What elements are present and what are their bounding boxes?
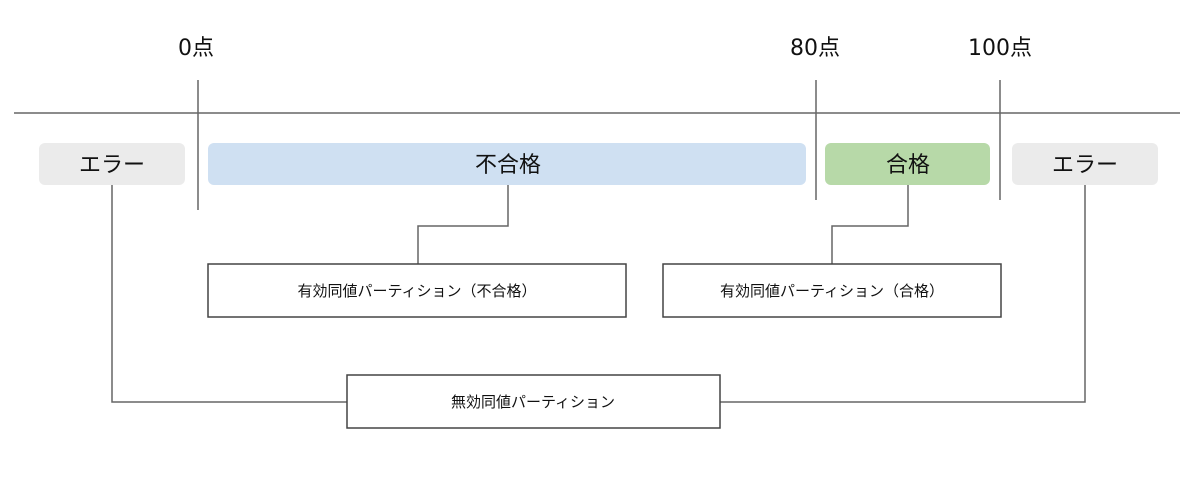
segment-error-left-label: エラー <box>79 153 145 178</box>
connector-pass <box>831 185 909 264</box>
segment-error-right <box>1012 143 1158 185</box>
tick-label-80: 80点 <box>790 36 840 61</box>
partition-valid-pass-label: 有効同値パーティション（合格） <box>720 282 944 300</box>
partition-invalid-box <box>346 374 721 429</box>
partition-valid-fail-box <box>207 263 627 318</box>
segment-fail-label: 不合格 <box>475 153 541 178</box>
connector-fail <box>417 185 509 264</box>
connector-error-left <box>111 185 347 403</box>
partition-invalid-label: 無効同値パーティション <box>451 393 615 411</box>
segment-fail <box>208 143 806 185</box>
segment-error-right-label: エラー <box>1052 153 1118 178</box>
segment-pass-label: 合格 <box>886 153 930 178</box>
segment-error-left <box>39 143 185 185</box>
tick-label-0: 0点 <box>178 36 214 61</box>
partition-valid-fail-label: 有効同値パーティション（不合格） <box>297 282 536 300</box>
connector-error-right <box>720 185 1086 403</box>
partition-valid-pass-box <box>662 263 1002 318</box>
segment-pass <box>825 143 990 185</box>
tick-label-100: 100点 <box>968 36 1032 61</box>
